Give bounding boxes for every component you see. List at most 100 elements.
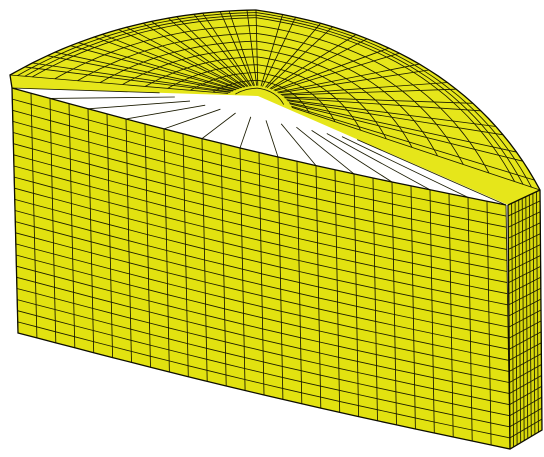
cut-horizontal-line xyxy=(509,396,542,417)
top-spoke-line xyxy=(283,96,473,104)
top-front-fan-line xyxy=(163,108,221,130)
cut-horizontal-line xyxy=(508,331,542,350)
cut-horizontal-line xyxy=(508,222,541,239)
top-spoke-line xyxy=(94,36,239,90)
top-front-fan-line xyxy=(201,112,236,139)
top-front-fan-line xyxy=(49,96,175,99)
mesh-lines xyxy=(9,9,543,450)
top-spoke-line xyxy=(273,47,390,91)
top-spoke-line xyxy=(274,52,400,92)
cut-horizontal-line xyxy=(508,298,542,317)
top-front-fan-line xyxy=(125,104,206,120)
top-spoke-line xyxy=(151,21,246,88)
cut-horizontal-line xyxy=(507,200,541,217)
top-front-fan-line xyxy=(239,116,252,149)
front-horizontal-line xyxy=(15,254,509,372)
cut-horizontal-line xyxy=(508,255,541,272)
top-ring-line xyxy=(235,87,285,105)
top-spoke-line xyxy=(228,10,255,86)
top-face xyxy=(10,10,540,205)
top-spoke-line xyxy=(278,69,430,94)
front-horizontal-line xyxy=(12,120,507,239)
top-spoke-line xyxy=(260,14,284,87)
front-horizontal-line xyxy=(17,299,510,417)
top-spoke-line xyxy=(266,26,333,89)
top-spoke-line xyxy=(118,29,242,89)
top-spoke-line xyxy=(32,62,231,93)
cut-horizontal-line xyxy=(508,211,541,228)
top-spoke-line xyxy=(219,11,254,87)
top-face-fill xyxy=(10,10,540,205)
front-horizontal-line xyxy=(17,321,510,439)
top-spoke-line xyxy=(142,22,245,88)
top-front-fan-line xyxy=(311,130,393,183)
cut-edge-near xyxy=(507,204,511,450)
cut-horizontal-line xyxy=(509,418,543,439)
cut-horizontal-line xyxy=(508,266,541,283)
cut-horizontal-line xyxy=(508,244,541,261)
cut-horizontal-line xyxy=(508,233,541,250)
cut-horizontal-line xyxy=(509,407,543,428)
top-front-fan-line xyxy=(357,139,507,206)
top-spoke-line xyxy=(176,16,249,87)
top-spoke-line xyxy=(70,45,236,91)
top-spoke-line xyxy=(265,23,321,88)
front-horizontal-line xyxy=(15,243,509,361)
top-spoke-line xyxy=(167,17,248,88)
cut-horizontal-line xyxy=(508,276,541,295)
top-spoke-line xyxy=(246,10,258,86)
top-spoke-line xyxy=(269,34,357,89)
top-spoke-line xyxy=(287,100,504,136)
top-front-fan-line xyxy=(326,133,431,191)
front-horizontal-line xyxy=(16,265,509,383)
top-spoke-line xyxy=(280,82,448,95)
front-horizontal-line xyxy=(14,210,509,328)
front-horizontal-line xyxy=(16,276,510,394)
top-front-fan-line xyxy=(341,136,469,198)
cut-horizontal-line xyxy=(508,320,542,339)
cut-edge-top xyxy=(507,189,541,206)
top-spoke-line xyxy=(281,88,457,96)
top-spoke-line xyxy=(286,99,496,127)
top-spoke-line xyxy=(284,97,481,112)
cut-horizontal-line xyxy=(509,342,542,361)
top-spoke-line xyxy=(24,66,231,93)
top-spoke-line xyxy=(102,34,240,89)
front-horizontal-line xyxy=(13,154,508,272)
top-spoke-line xyxy=(262,17,296,87)
top-spoke-line xyxy=(9,74,229,94)
front-horizontal-line xyxy=(13,143,507,261)
top-spoke-line xyxy=(47,55,233,92)
cut-horizontal-line xyxy=(508,309,542,328)
front-horizontal-line xyxy=(12,98,507,217)
top-front-fan-line xyxy=(280,123,317,166)
cut-horizontal-line xyxy=(509,364,542,383)
top-spoke-line xyxy=(270,38,368,90)
cut-horizontal-line xyxy=(508,287,541,306)
top-front-fan-line xyxy=(87,100,191,110)
top-front-fan-line xyxy=(296,126,355,175)
top-front-fan-line xyxy=(11,87,160,94)
front-horizontal-line xyxy=(16,288,510,406)
top-spoke-line xyxy=(288,102,517,153)
top-spoke-line xyxy=(277,63,420,93)
front-horizontal-line xyxy=(14,187,508,306)
top-spoke-line xyxy=(289,103,523,162)
front-horizontal-line xyxy=(12,132,507,250)
front-horizontal-line xyxy=(15,221,509,339)
top-spoke-line xyxy=(193,14,251,87)
top-spoke-line xyxy=(126,26,243,89)
front-horizontal-line xyxy=(17,310,510,428)
front-horizontal-line xyxy=(15,232,509,350)
top-spoke-line xyxy=(202,12,252,87)
front-horizontal-line xyxy=(14,198,508,317)
model-outline xyxy=(9,9,543,450)
top-spoke-line xyxy=(291,105,535,181)
cut-horizontal-line xyxy=(509,375,542,394)
front-top-edge xyxy=(11,87,507,206)
front-horizontal-line xyxy=(13,165,508,284)
silhouette xyxy=(9,9,543,450)
cut-horizontal-line xyxy=(509,386,542,405)
